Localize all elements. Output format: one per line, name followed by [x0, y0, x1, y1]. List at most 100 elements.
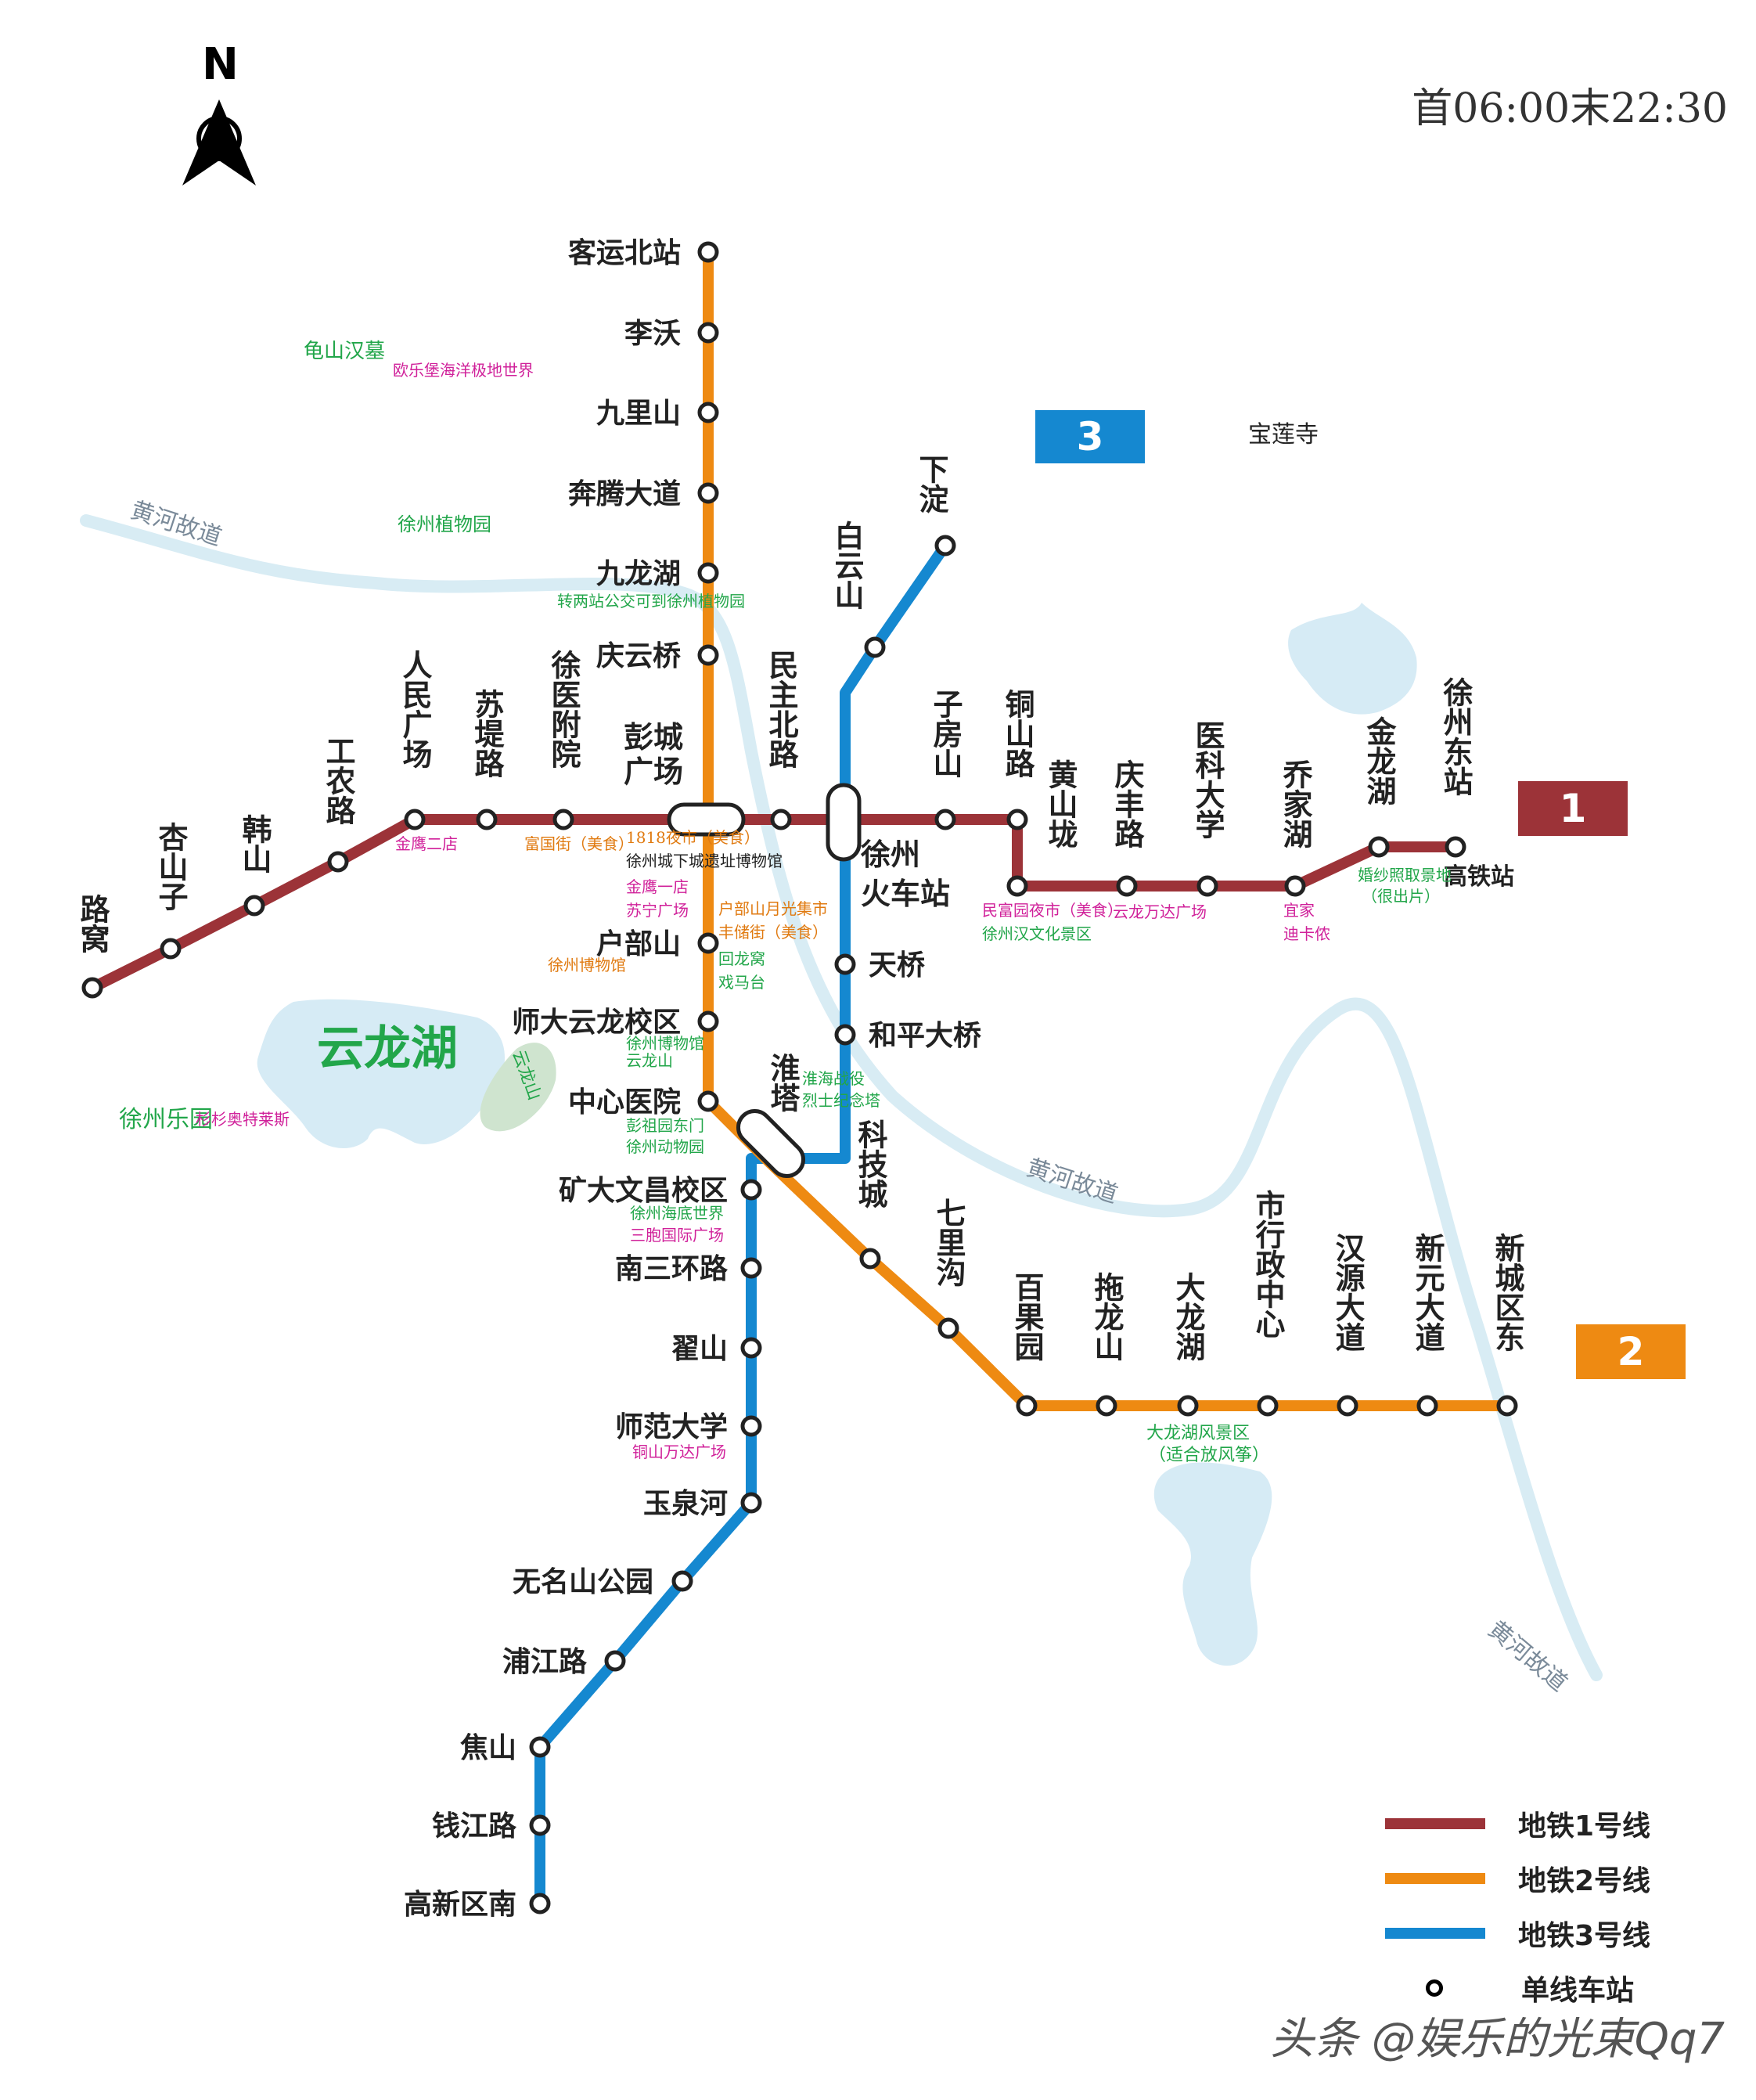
- station-dot-liwo[interactable]: [697, 322, 719, 344]
- station-label-zifangshan[interactable]: 子房山: [928, 689, 963, 778]
- station-label-pengcheng-line1[interactable]: 彭城广场: [624, 720, 683, 789]
- station-label-hanshan[interactable]: 韩山: [237, 814, 272, 873]
- station-label-qiaojiahu[interactable]: 乔家湖: [1278, 759, 1312, 848]
- station-label-luwo[interactable]: 路窝: [75, 894, 110, 953]
- station-dot-huangshanlong[interactable]: [1006, 875, 1028, 897]
- station-dot-xuyi-fuyuan[interactable]: [552, 809, 574, 830]
- station-label-heping-daqiao[interactable]: 和平大桥: [869, 1020, 981, 1052]
- station-label-pujianglu[interactable]: 浦江路: [502, 1646, 588, 1678]
- station-label-qingfenglu[interactable]: 庆丰路: [1110, 759, 1144, 848]
- station-dot-benteng-dadao[interactable]: [697, 482, 719, 504]
- station-dot-qianjianglu[interactable]: [529, 1814, 551, 1836]
- station-label-jiulonghu[interactable]: 九龙湖: [596, 558, 681, 590]
- station-label-xinchengqu-dong[interactable]: 新城区东: [1490, 1233, 1524, 1352]
- station-label-minzhu-beilu[interactable]: 民主北路: [764, 650, 798, 769]
- station-label-renmin-guangchang[interactable]: 人民广场: [398, 650, 432, 769]
- station-label-sudilu[interactable]: 苏堤路: [470, 689, 504, 778]
- station-dot-gaoxinqu-nan[interactable]: [529, 1893, 551, 1914]
- station-dot-tongshanlu[interactable]: [1006, 809, 1028, 830]
- station-dot-qiligou[interactable]: [937, 1317, 959, 1339]
- station-dot-wumingshan-gongyuan[interactable]: [671, 1570, 693, 1592]
- station-dot-jinlonghu[interactable]: [1368, 836, 1390, 858]
- line-2-badge[interactable]: 2: [1576, 1324, 1686, 1379]
- station-dot-hanyuan-dadao[interactable]: [1337, 1395, 1358, 1417]
- station-dot-shida-yunlong[interactable]: [697, 1010, 719, 1032]
- station-dot-hanshan[interactable]: [243, 895, 265, 917]
- station-label-kejicheng[interactable]: 科技城: [853, 1119, 887, 1209]
- station-dot-pujianglu[interactable]: [604, 1650, 626, 1672]
- station-label-jiaoshan[interactable]: 焦山: [460, 1732, 516, 1764]
- station-label-qianjianglu[interactable]: 钱江路: [432, 1810, 517, 1842]
- station-dot-baiguoyuan[interactable]: [1016, 1395, 1038, 1417]
- station-label-xiadian[interactable]: 下淀: [914, 454, 948, 513]
- station-dot-jiaoshan[interactable]: [529, 1736, 551, 1758]
- station-dot-shi-xingzheng-zhongxin[interactable]: [1257, 1395, 1279, 1417]
- station-label-tongshanlu[interactable]: 铜山路: [1000, 689, 1035, 778]
- station-label-shifan-daxue[interactable]: 师范大学: [615, 1410, 728, 1443]
- station-dot-jiulonghu[interactable]: [697, 562, 719, 584]
- station-label-liwo[interactable]: 李沃: [624, 318, 681, 350]
- station-dot-hubushan[interactable]: [697, 932, 719, 954]
- station-dot-tianqiao[interactable]: [834, 953, 856, 975]
- station-dot-dalonghu[interactable]: [1177, 1395, 1199, 1417]
- station-label-xuyi-fuyuan[interactable]: 徐医附院: [546, 650, 581, 769]
- station-label-tianqiao[interactable]: 天桥: [869, 949, 925, 982]
- station-dot-keyun-beizhan[interactable]: [697, 241, 719, 263]
- station-label-xuzhou-dongzhan[interactable]: 徐州东站: [1438, 677, 1474, 796]
- station-dot-xinyuan-dadao[interactable]: [1416, 1395, 1438, 1417]
- station-dot-xiadian[interactable]: [934, 535, 956, 557]
- station-label-huaita[interactable]: 淮塔: [765, 1053, 800, 1112]
- station-dot-heping-daqiao[interactable]: [834, 1024, 856, 1046]
- station-dot-yike-daxue[interactable]: [1196, 875, 1218, 897]
- station-dot-nansanhuanlu[interactable]: [740, 1257, 762, 1279]
- station-label-qingyunqiao[interactable]: 庆云桥: [596, 640, 681, 672]
- station-dot-qingfenglu[interactable]: [1116, 875, 1138, 897]
- station-label-xuzhou-huochezhan[interactable]: 徐州火车站: [860, 837, 950, 911]
- station-label-xingshanzi[interactable]: 杏山子: [153, 822, 188, 911]
- station-dot-renmin-guangchang[interactable]: [404, 809, 426, 830]
- station-label-baiyunshan[interactable]: 白云山: [829, 520, 864, 610]
- station-dot-minzhu-beilu[interactable]: [770, 809, 792, 830]
- station-dot-luwo[interactable]: [81, 977, 103, 999]
- station-label-gaoxinqu-nan[interactable]: 高新区南: [404, 1889, 516, 1921]
- station-dot-zifangshan[interactable]: [934, 809, 956, 830]
- line-1-badge[interactable]: 1: [1518, 781, 1628, 836]
- station-dot-kuangda-wenchang[interactable]: [740, 1179, 762, 1201]
- station-label-kuangda-wenchang[interactable]: 矿大文昌校区: [559, 1175, 728, 1207]
- station-label-baiguoyuan[interactable]: 百果园: [1009, 1272, 1044, 1361]
- station-label-yuquanhe[interactable]: 玉泉河: [643, 1488, 728, 1520]
- station-label-dalonghu[interactable]: 大龙湖: [1171, 1272, 1205, 1361]
- station-dot-yuquanhe[interactable]: [740, 1492, 762, 1514]
- station-label-hubushan[interactable]: 户部山: [596, 928, 681, 960]
- station-dot-dishan[interactable]: [740, 1337, 762, 1359]
- station-label-jiulishan[interactable]: 九里山: [596, 398, 681, 430]
- station-dot-jiulishan[interactable]: [697, 402, 719, 423]
- station-label-shi-xingzheng-zhongxin[interactable]: 市行政中心: [1250, 1190, 1285, 1338]
- station-label-benteng-dadao[interactable]: 奔腾大道: [568, 478, 681, 510]
- station-label-tuolongshan[interactable]: 拖龙山: [1089, 1272, 1124, 1361]
- station-dot-qingyunqiao[interactable]: [697, 644, 719, 666]
- station-dot-xingshanzi[interactable]: [160, 938, 182, 960]
- line-3-badge[interactable]: 3: [1035, 410, 1145, 463]
- station-dot-sudilu[interactable]: [476, 809, 498, 830]
- station-dot-shifan-daxue[interactable]: [740, 1415, 762, 1437]
- station-label-nansanhuanlu[interactable]: 南三环路: [615, 1253, 729, 1285]
- station-label-zhongxin-yiyuan[interactable]: 中心医院: [568, 1086, 681, 1118]
- station-label-wumingshan-gongyuan[interactable]: 无名山公园: [513, 1566, 653, 1598]
- station-dot-kejicheng[interactable]: [859, 1248, 881, 1270]
- station-label-huangshanlong[interactable]: 黄山垅: [1043, 759, 1078, 849]
- station-dot-zhongxin-yiyuan[interactable]: [697, 1090, 719, 1112]
- station-label-keyun-beizhan[interactable]: 客运北站: [568, 237, 681, 269]
- station-label-yike-daxue[interactable]: 医科大学: [1190, 720, 1225, 839]
- station-dot-xinchengqu-dong[interactable]: [1496, 1395, 1518, 1417]
- station-label-jinlonghu[interactable]: 金龙湖: [1362, 715, 1397, 805]
- station-dot-baiyunshan[interactable]: [864, 636, 886, 658]
- station-dot-tuolongshan[interactable]: [1096, 1395, 1117, 1417]
- station-label-dishan[interactable]: 翟山: [671, 1333, 728, 1365]
- station-dot-xuzhou-dongzhan[interactable]: [1445, 836, 1466, 858]
- station-label-hanyuan-dadao[interactable]: 汉源大道: [1330, 1233, 1365, 1352]
- station-label-gaotiezhan[interactable]: 高铁站: [1444, 863, 1514, 891]
- station-dot-gongnonglu[interactable]: [327, 851, 349, 873]
- station-label-gongnonglu[interactable]: 工农路: [321, 736, 355, 825]
- station-label-xinyuan-dadao[interactable]: 新元大道: [1410, 1233, 1445, 1352]
